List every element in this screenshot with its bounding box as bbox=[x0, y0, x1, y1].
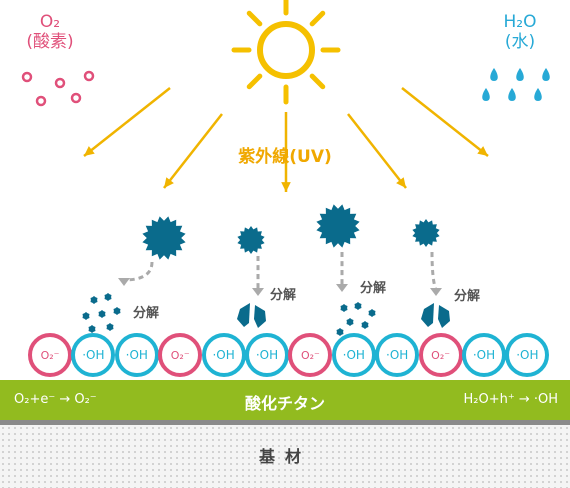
sun-disc bbox=[257, 21, 315, 79]
water-drops-icon bbox=[482, 68, 550, 101]
sun-icon bbox=[231, 0, 341, 105]
sun-ray bbox=[246, 73, 263, 90]
germ-icon bbox=[113, 307, 121, 315]
hydroxyl-bead: ·OH bbox=[71, 333, 116, 377]
superoxide-bead: O₂⁻ bbox=[288, 333, 333, 377]
germ-icon bbox=[346, 318, 354, 326]
decompose-arrow bbox=[118, 261, 154, 286]
oxygen-dot bbox=[35, 95, 47, 107]
germ-icon bbox=[104, 293, 112, 301]
germ-icon bbox=[340, 304, 348, 312]
water-formula: H₂O bbox=[503, 12, 537, 32]
oxygen-dot bbox=[21, 71, 33, 83]
oxygen-dot bbox=[83, 70, 95, 82]
decompose-label: 分解 bbox=[454, 289, 481, 304]
titanium-oxide-layer: O₂+e⁻ → O₂⁻ 酸化チタン H₂O+h⁺ → ·OH bbox=[0, 380, 570, 420]
oxygen-name: (酸素) bbox=[26, 32, 74, 52]
oxygen-formula: O₂ bbox=[39, 12, 61, 32]
germ-icon bbox=[316, 204, 360, 248]
water-drop-icon bbox=[534, 88, 542, 101]
water-name: (水) bbox=[504, 32, 536, 52]
germ-icon bbox=[336, 328, 344, 336]
oxygen-dot bbox=[70, 92, 82, 104]
oxygen-dot bbox=[54, 77, 66, 89]
germ-icon bbox=[82, 312, 90, 320]
oxygen-label: O₂ (酸素) bbox=[0, 12, 100, 52]
germ-icon bbox=[361, 321, 369, 329]
germ-icon bbox=[88, 325, 96, 333]
water-drop-icon bbox=[508, 88, 516, 101]
germ-icon bbox=[368, 309, 376, 317]
uv-arrow bbox=[281, 112, 291, 192]
hydroxyl-bead: ·OH bbox=[201, 333, 246, 377]
decompose-label: 分解 bbox=[133, 306, 160, 321]
superoxide-bead: O₂⁻ bbox=[418, 333, 463, 377]
water-drop-icon bbox=[516, 68, 524, 81]
broken-germ-icon bbox=[237, 303, 266, 328]
germ-icon bbox=[237, 226, 265, 254]
sun-ray bbox=[309, 73, 326, 90]
sun-ray bbox=[246, 10, 263, 27]
broken-germ-icon bbox=[421, 303, 450, 328]
hydroxyl-bead: ·OH bbox=[462, 333, 506, 377]
substrate-label: 基材 bbox=[258, 447, 311, 466]
equation-left: O₂+e⁻ → O₂⁻ bbox=[14, 392, 97, 407]
substrate-edge bbox=[0, 420, 570, 425]
germ-icon bbox=[142, 216, 186, 260]
germ-icon bbox=[354, 302, 362, 310]
superoxide-bead: O₂⁻ bbox=[28, 333, 72, 377]
hydroxyl-bead: ·OH bbox=[505, 333, 550, 377]
germ-icon bbox=[98, 310, 106, 318]
hydroxyl-bead: ·OH bbox=[245, 333, 289, 377]
layer-title: 酸化チタン bbox=[244, 394, 325, 413]
decompose-label: 分解 bbox=[360, 281, 387, 296]
sun-ray bbox=[309, 10, 326, 27]
water-drop-icon bbox=[490, 68, 498, 81]
germ-icon bbox=[412, 219, 440, 247]
germs bbox=[82, 204, 450, 336]
oxygen-molecules-icon bbox=[21, 70, 95, 107]
germ-icon bbox=[90, 296, 98, 304]
water-drop-icon bbox=[482, 88, 490, 101]
uv-arrow bbox=[347, 113, 407, 189]
uv-label: 紫外線(UV) bbox=[238, 147, 332, 167]
hydroxyl-bead: ·OH bbox=[331, 333, 376, 377]
water-label: H₂O (水) bbox=[470, 12, 570, 52]
germ-icon bbox=[106, 323, 114, 331]
decompose-arrow bbox=[430, 251, 442, 296]
decompose-arrow bbox=[336, 251, 348, 292]
hydroxyl-bead: ·OH bbox=[114, 333, 159, 377]
uv-arrow bbox=[401, 87, 489, 157]
uv-arrows bbox=[83, 87, 489, 192]
substrate: 基材 bbox=[0, 425, 570, 488]
superoxide-bead: O₂⁻ bbox=[158, 333, 203, 377]
uv-arrow bbox=[83, 87, 171, 157]
equation-right: H₂O+h⁺ → ·OH bbox=[463, 392, 558, 407]
water-drop-icon bbox=[542, 68, 550, 81]
uv-arrow bbox=[163, 113, 223, 189]
hydroxyl-bead: ·OH bbox=[375, 333, 420, 377]
decompose-label: 分解 bbox=[270, 288, 297, 303]
decompose-arrow bbox=[252, 255, 264, 296]
